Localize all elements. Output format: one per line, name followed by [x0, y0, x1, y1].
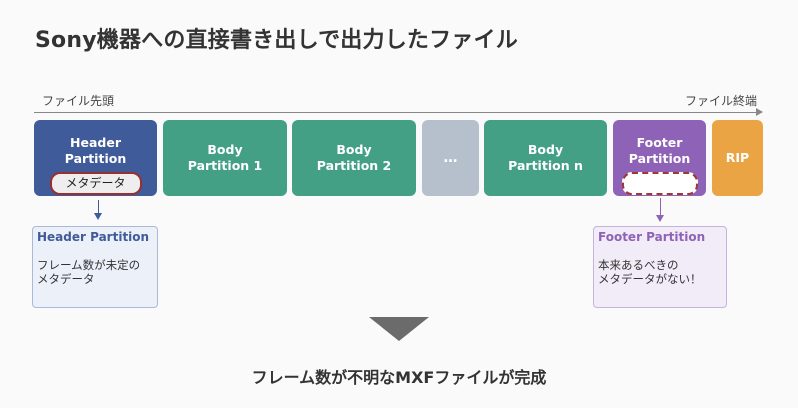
metadata-pill: メタデータ — [49, 172, 142, 195]
footer-connector-line — [660, 198, 661, 216]
file-start-label: ファイル先頭 — [42, 94, 115, 108]
body-partition-n-line2: Partition n — [508, 158, 583, 173]
header-connector-line — [98, 200, 99, 214]
footer-partition-line1: Footer — [636, 135, 683, 150]
file-end-label: ファイル終端 — [684, 94, 757, 108]
page-title: Sony機器への直接書き出しで出力したファイル — [35, 28, 518, 53]
rip-block: RIP — [712, 120, 763, 196]
down-arrow-icon — [369, 317, 429, 341]
body-partition-1-block: Body Partition 1 — [163, 120, 287, 196]
body-partition-1-line2: Partition 1 — [187, 158, 263, 173]
footer-partition-note: Footer Partition 本来あるべきの メタデータがない！ — [593, 226, 727, 308]
body-partition-2-block: Body Partition 2 — [292, 120, 416, 196]
body-partition-n-block: Body Partition n — [484, 120, 607, 196]
body-partition-n-line1: Body — [527, 142, 564, 157]
header-note-title: Header Partition — [37, 230, 150, 244]
header-note-text: フレーム数が未定の メタデータ — [37, 258, 141, 286]
rip-label: RIP — [725, 150, 750, 165]
footer-partition-block: Footer Partition — [613, 120, 706, 196]
ellipsis-block: … — [422, 120, 479, 196]
file-axis-line — [34, 112, 758, 113]
header-partition-line1: Header — [70, 135, 121, 150]
result-text: フレーム数が不明なMXFファイルが完成 — [251, 368, 547, 387]
footer-connector-arrow-icon — [656, 215, 664, 222]
ellipsis-label: … — [443, 150, 458, 166]
footer-partition-line2: Partition — [628, 151, 691, 166]
header-partition-note: Header Partition フレーム数が未定の メタデータ — [32, 226, 158, 308]
missing-metadata-pill — [621, 172, 698, 195]
footer-note-text: 本来あるべきの メタデータがない！ — [598, 258, 702, 286]
body-partition-2-line2: Partition 2 — [316, 158, 392, 173]
body-partition-1-line1: Body — [207, 142, 243, 157]
body-partition-2-line1: Body — [336, 142, 372, 157]
header-connector-arrow-icon — [94, 213, 102, 220]
axis-arrow-icon — [756, 108, 763, 116]
header-partition-line2: Partition — [64, 151, 127, 166]
header-partition-block: Header Partition メタデータ — [34, 120, 157, 196]
footer-note-title: Footer Partition — [598, 230, 706, 244]
